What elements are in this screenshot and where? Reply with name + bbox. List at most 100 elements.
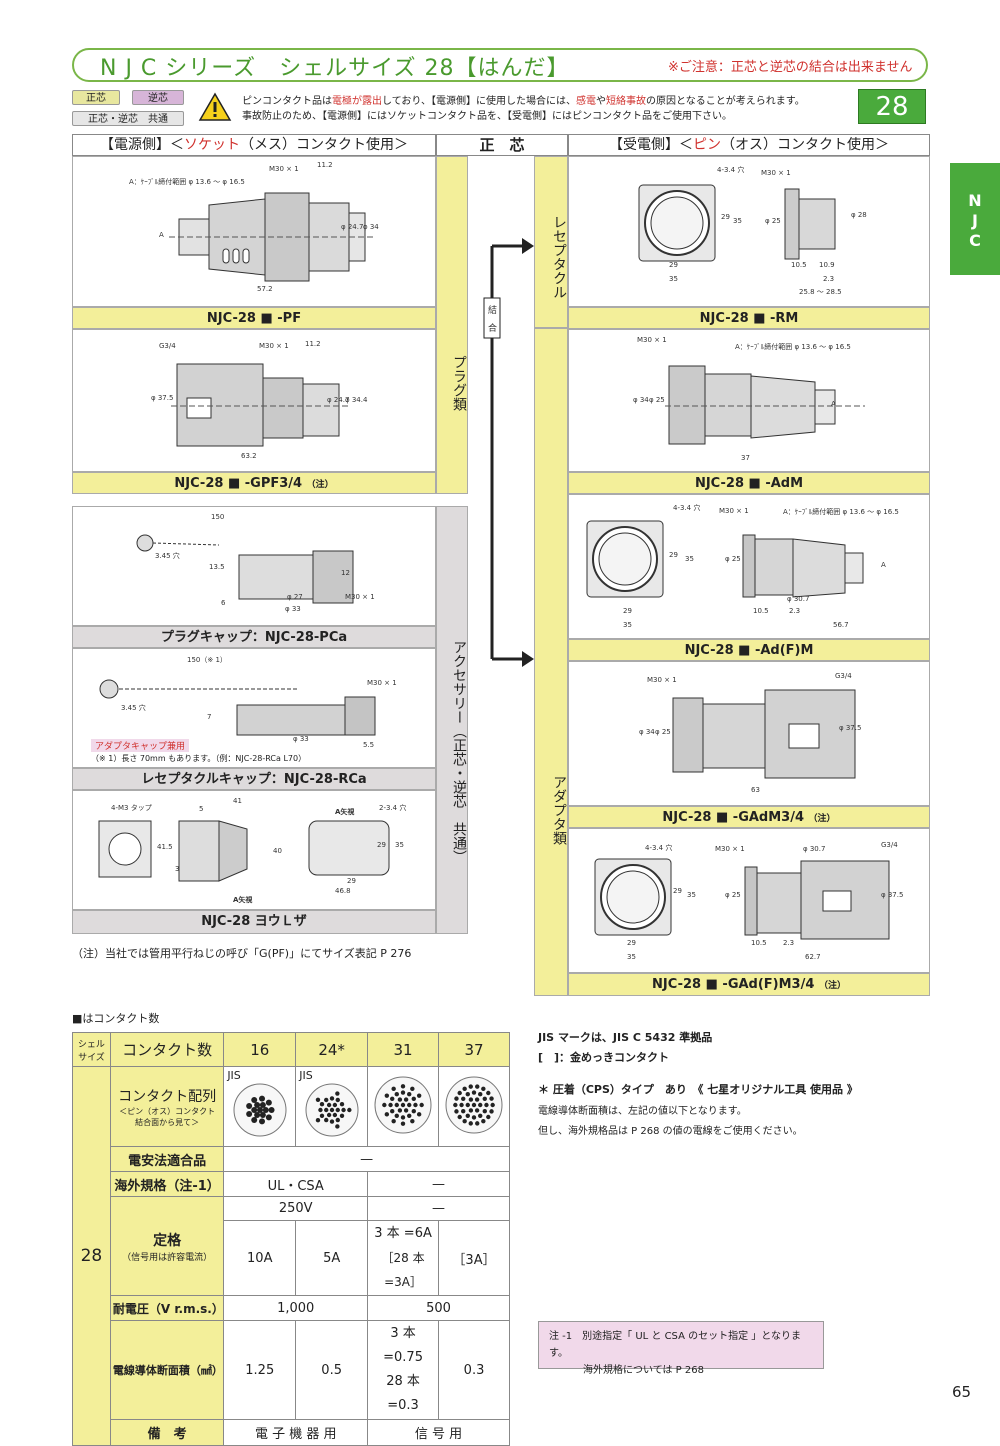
contact-pin bbox=[332, 1112, 337, 1117]
receiving-side-header: 【受電側】＜ピン（オス）コンタクト使用＞ bbox=[568, 134, 930, 156]
rating-10a: 10A bbox=[223, 1220, 297, 1296]
contact-pin bbox=[346, 1107, 352, 1112]
dim-46-8: 46.8 bbox=[335, 887, 351, 895]
dim-a-adfm: A bbox=[881, 561, 886, 569]
contact-pin bbox=[468, 1083, 473, 1089]
contact-pin bbox=[391, 1086, 396, 1091]
contact-pin bbox=[335, 1107, 340, 1112]
rating-voltage-250: 250V bbox=[223, 1196, 369, 1221]
mating-connector: 結合 bbox=[468, 156, 534, 964]
recept-cap-drawing bbox=[99, 679, 376, 736]
withstand-label: 耐電圧（V r.m.s.） bbox=[109, 1295, 225, 1321]
shell-size-badge: 28 bbox=[858, 89, 926, 124]
dim-phi-37-5-gadfm: φ 37.5 bbox=[881, 891, 904, 899]
contact-pin bbox=[326, 1112, 331, 1117]
dim-2-3-gadfm: 2.3 bbox=[783, 939, 795, 947]
elec-law-value: — bbox=[223, 1146, 510, 1172]
dim-phi-30-7-adfm: φ 30.7 bbox=[787, 595, 810, 603]
gadfm-adapter-drawing bbox=[594, 858, 890, 940]
contact-pin bbox=[250, 1116, 257, 1123]
dim-41-5: 41.5 bbox=[157, 843, 173, 851]
count-31: 31 bbox=[367, 1032, 440, 1067]
overseas-label: 海外規格（注-1） bbox=[109, 1171, 225, 1197]
contact-pin bbox=[417, 1111, 422, 1117]
contact-pin bbox=[490, 1102, 495, 1107]
contact-pin bbox=[403, 1107, 409, 1113]
contact-pin bbox=[265, 1099, 272, 1106]
gadfm-part-label: NJC-28 ■ -GAd(F)M3/4 （注） bbox=[568, 973, 930, 996]
page-title: N J C シリーズ シェルサイズ 28【はんだ】 bbox=[100, 56, 570, 81]
rating-voltage-none: — bbox=[367, 1196, 510, 1221]
contact-pin bbox=[400, 1089, 406, 1095]
dim-a: A bbox=[159, 231, 164, 239]
wire-0-5: 0.5 bbox=[295, 1320, 369, 1420]
gadm-part-label: NJC-28 ■ -GAdM3/4 （注） bbox=[568, 806, 930, 828]
contact-pin bbox=[250, 1106, 257, 1113]
dim-phi-24-7-gpf: φ 24.7 bbox=[327, 396, 350, 404]
plug-cap-drawing-panel: 150 3.45 穴 13.5 12 φ 27 M30 × 1 6 φ 33 bbox=[72, 506, 436, 626]
rating-5a: 5A bbox=[295, 1220, 369, 1296]
contact-pin bbox=[407, 1102, 412, 1107]
contact-pin bbox=[245, 1102, 252, 1109]
dim-57-2: 57.2 bbox=[257, 285, 273, 293]
contact-pin bbox=[323, 1117, 329, 1122]
dim-phi-30-7-gadfm: φ 30.7 bbox=[803, 845, 826, 853]
dim-35-gadfm: 35 bbox=[687, 891, 696, 899]
contact-pin bbox=[471, 1102, 477, 1107]
dim-phi-34-4: φ 34.4 bbox=[345, 396, 368, 404]
gpf-part-label: NJC-28 ■ -GPF3/4 （注） bbox=[72, 472, 436, 494]
dim-m30-rcap: M30 × 1 bbox=[367, 679, 397, 687]
dim-phi-25-rm: φ 25 bbox=[765, 217, 781, 225]
contact-pin bbox=[340, 1107, 346, 1112]
dim-a-range: A：ｹｰﾌﾞﾙ締付範囲 φ 13.6 〜 φ 16.5 bbox=[129, 178, 245, 186]
accessory-category-label: アクセサリー（正芯・逆芯 共通） bbox=[436, 506, 468, 934]
contact-pin bbox=[465, 1113, 470, 1118]
contact-pin bbox=[454, 1095, 459, 1101]
dim-29-adfm: 29 bbox=[669, 551, 678, 559]
warning-icon bbox=[198, 92, 232, 121]
contact-pin bbox=[265, 1113, 272, 1120]
contact-pin bbox=[391, 1118, 396, 1123]
adfm-part-label: NJC-28 ■ -Ad(F)M bbox=[568, 639, 930, 661]
withstand-500: 500 bbox=[367, 1295, 510, 1321]
contact-pin bbox=[410, 1086, 415, 1091]
dim-6: 6 bbox=[221, 599, 226, 607]
yoke-label: NJC-28 ヨウＬザ bbox=[72, 910, 436, 934]
dim-phi-25-gadfm: φ 25 bbox=[725, 891, 741, 899]
dim-150: 150 bbox=[211, 513, 225, 521]
dim-m30: M30 × 1 bbox=[269, 165, 299, 173]
dim-phi-25-gadm: φ 25 bbox=[655, 728, 671, 736]
contact-pin bbox=[329, 1107, 334, 1112]
dim-phi-24-7: φ 24.7 bbox=[341, 223, 364, 231]
pf-plug-drawing bbox=[169, 192, 374, 282]
contact-pin bbox=[468, 1096, 474, 1102]
contact-pin bbox=[419, 1102, 424, 1107]
contact-pin bbox=[390, 1108, 395, 1113]
contact-pin bbox=[462, 1118, 467, 1123]
dim-5-5: 5.5 bbox=[363, 741, 375, 749]
legend-common: 正芯・逆芯 共通 bbox=[72, 111, 184, 126]
contact-pin bbox=[268, 1106, 275, 1113]
dim-35-rm: 35 bbox=[733, 217, 742, 225]
yoke-drawing bbox=[98, 820, 390, 882]
contact-pin bbox=[258, 1095, 265, 1102]
contact-pin bbox=[462, 1086, 467, 1091]
contact-pin bbox=[323, 1097, 329, 1102]
contact-pin bbox=[457, 1114, 462, 1119]
contact-pin bbox=[468, 1107, 474, 1113]
contact-pin bbox=[259, 1111, 266, 1118]
withstand-1000: 1,000 bbox=[223, 1295, 369, 1321]
dim-40: 40 bbox=[273, 847, 282, 855]
dim-10-5-adfm: 10.5 bbox=[753, 607, 769, 615]
dim-63-2: 63.2 bbox=[241, 452, 257, 460]
adfm-drawing-panel: 4-3.4 穴 M30 × 1 A：ｹｰﾌﾞﾙ締付範囲 φ 13.6 〜 φ 1… bbox=[568, 494, 930, 639]
dim-29-yoke-b: 29 bbox=[347, 877, 356, 885]
spec-table: シェル サイズ コンタクト数 16 24* 31 37 28 コンタクト配列＜ピ… bbox=[72, 1032, 510, 1446]
contact-pin bbox=[461, 1096, 466, 1101]
dim-g34-gadfm: G3/4 bbox=[881, 841, 898, 849]
contact-pin bbox=[410, 1118, 415, 1123]
dim-4-m3-tap: 4-M3 タップ bbox=[111, 804, 152, 812]
dim-29-rm: 29 bbox=[721, 213, 730, 221]
arrangement-37 bbox=[438, 1066, 510, 1147]
contact-pin bbox=[471, 1089, 477, 1095]
